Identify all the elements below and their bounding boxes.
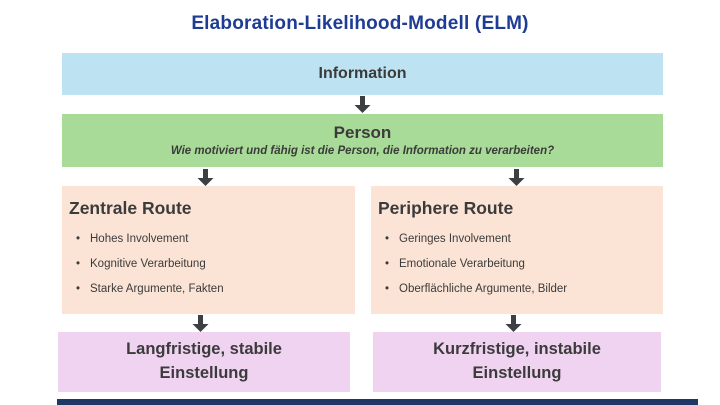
list-item: Hohes Involvement	[68, 233, 347, 247]
list-item: Kognitive Verarbeitung	[68, 258, 347, 272]
long-term-attitude-box: Langfristige, stabile Einstellung	[58, 332, 350, 392]
down-arrow-icon	[508, 169, 525, 186]
central-route-list: Hohes Involvement Kognitive Verarbeitung…	[68, 233, 347, 296]
outcome-line: Einstellung	[159, 364, 249, 382]
page-title: Elaboration-Likelihood-Modell (ELM)	[191, 13, 529, 34]
list-item: Starke Argumente, Fakten	[68, 283, 347, 297]
peripheral-route-title: Periphere Route	[378, 198, 514, 218]
list-item: Oberflächliche Argumente, Bilder	[377, 283, 655, 297]
information-box: Information	[62, 53, 663, 95]
person-box: Person Wie motiviert und fähig ist die P…	[62, 114, 663, 167]
down-arrow-icon	[354, 96, 371, 113]
short-term-attitude-box: Kurzfristige, instabile Einstellung	[373, 332, 661, 392]
information-label: Information	[318, 65, 407, 82]
peripheral-route-list: Geringes Involvement Emotionale Verarbei…	[377, 233, 655, 296]
outcome-line: Kurzfristige, instabile	[433, 340, 601, 359]
list-item: Emotionale Verarbeitung	[377, 258, 655, 272]
outcome-line: Langfristige, stabile	[126, 340, 282, 359]
central-route-title: Zentrale Route	[69, 198, 192, 218]
down-arrow-icon	[192, 315, 209, 332]
person-subtitle: Wie motiviert und fähig ist die Person, …	[170, 145, 555, 158]
down-arrow-icon	[505, 315, 522, 332]
footer-accent-bar	[57, 399, 698, 405]
list-item: Geringes Involvement	[377, 233, 655, 247]
outcome-line: Einstellung	[472, 364, 562, 382]
central-route-box: Zentrale Route Hohes Involvement Kogniti…	[62, 186, 355, 314]
down-arrow-icon	[197, 169, 214, 186]
peripheral-route-box: Periphere Route Geringes Involvement Emo…	[371, 186, 663, 314]
person-label: Person	[333, 122, 392, 142]
